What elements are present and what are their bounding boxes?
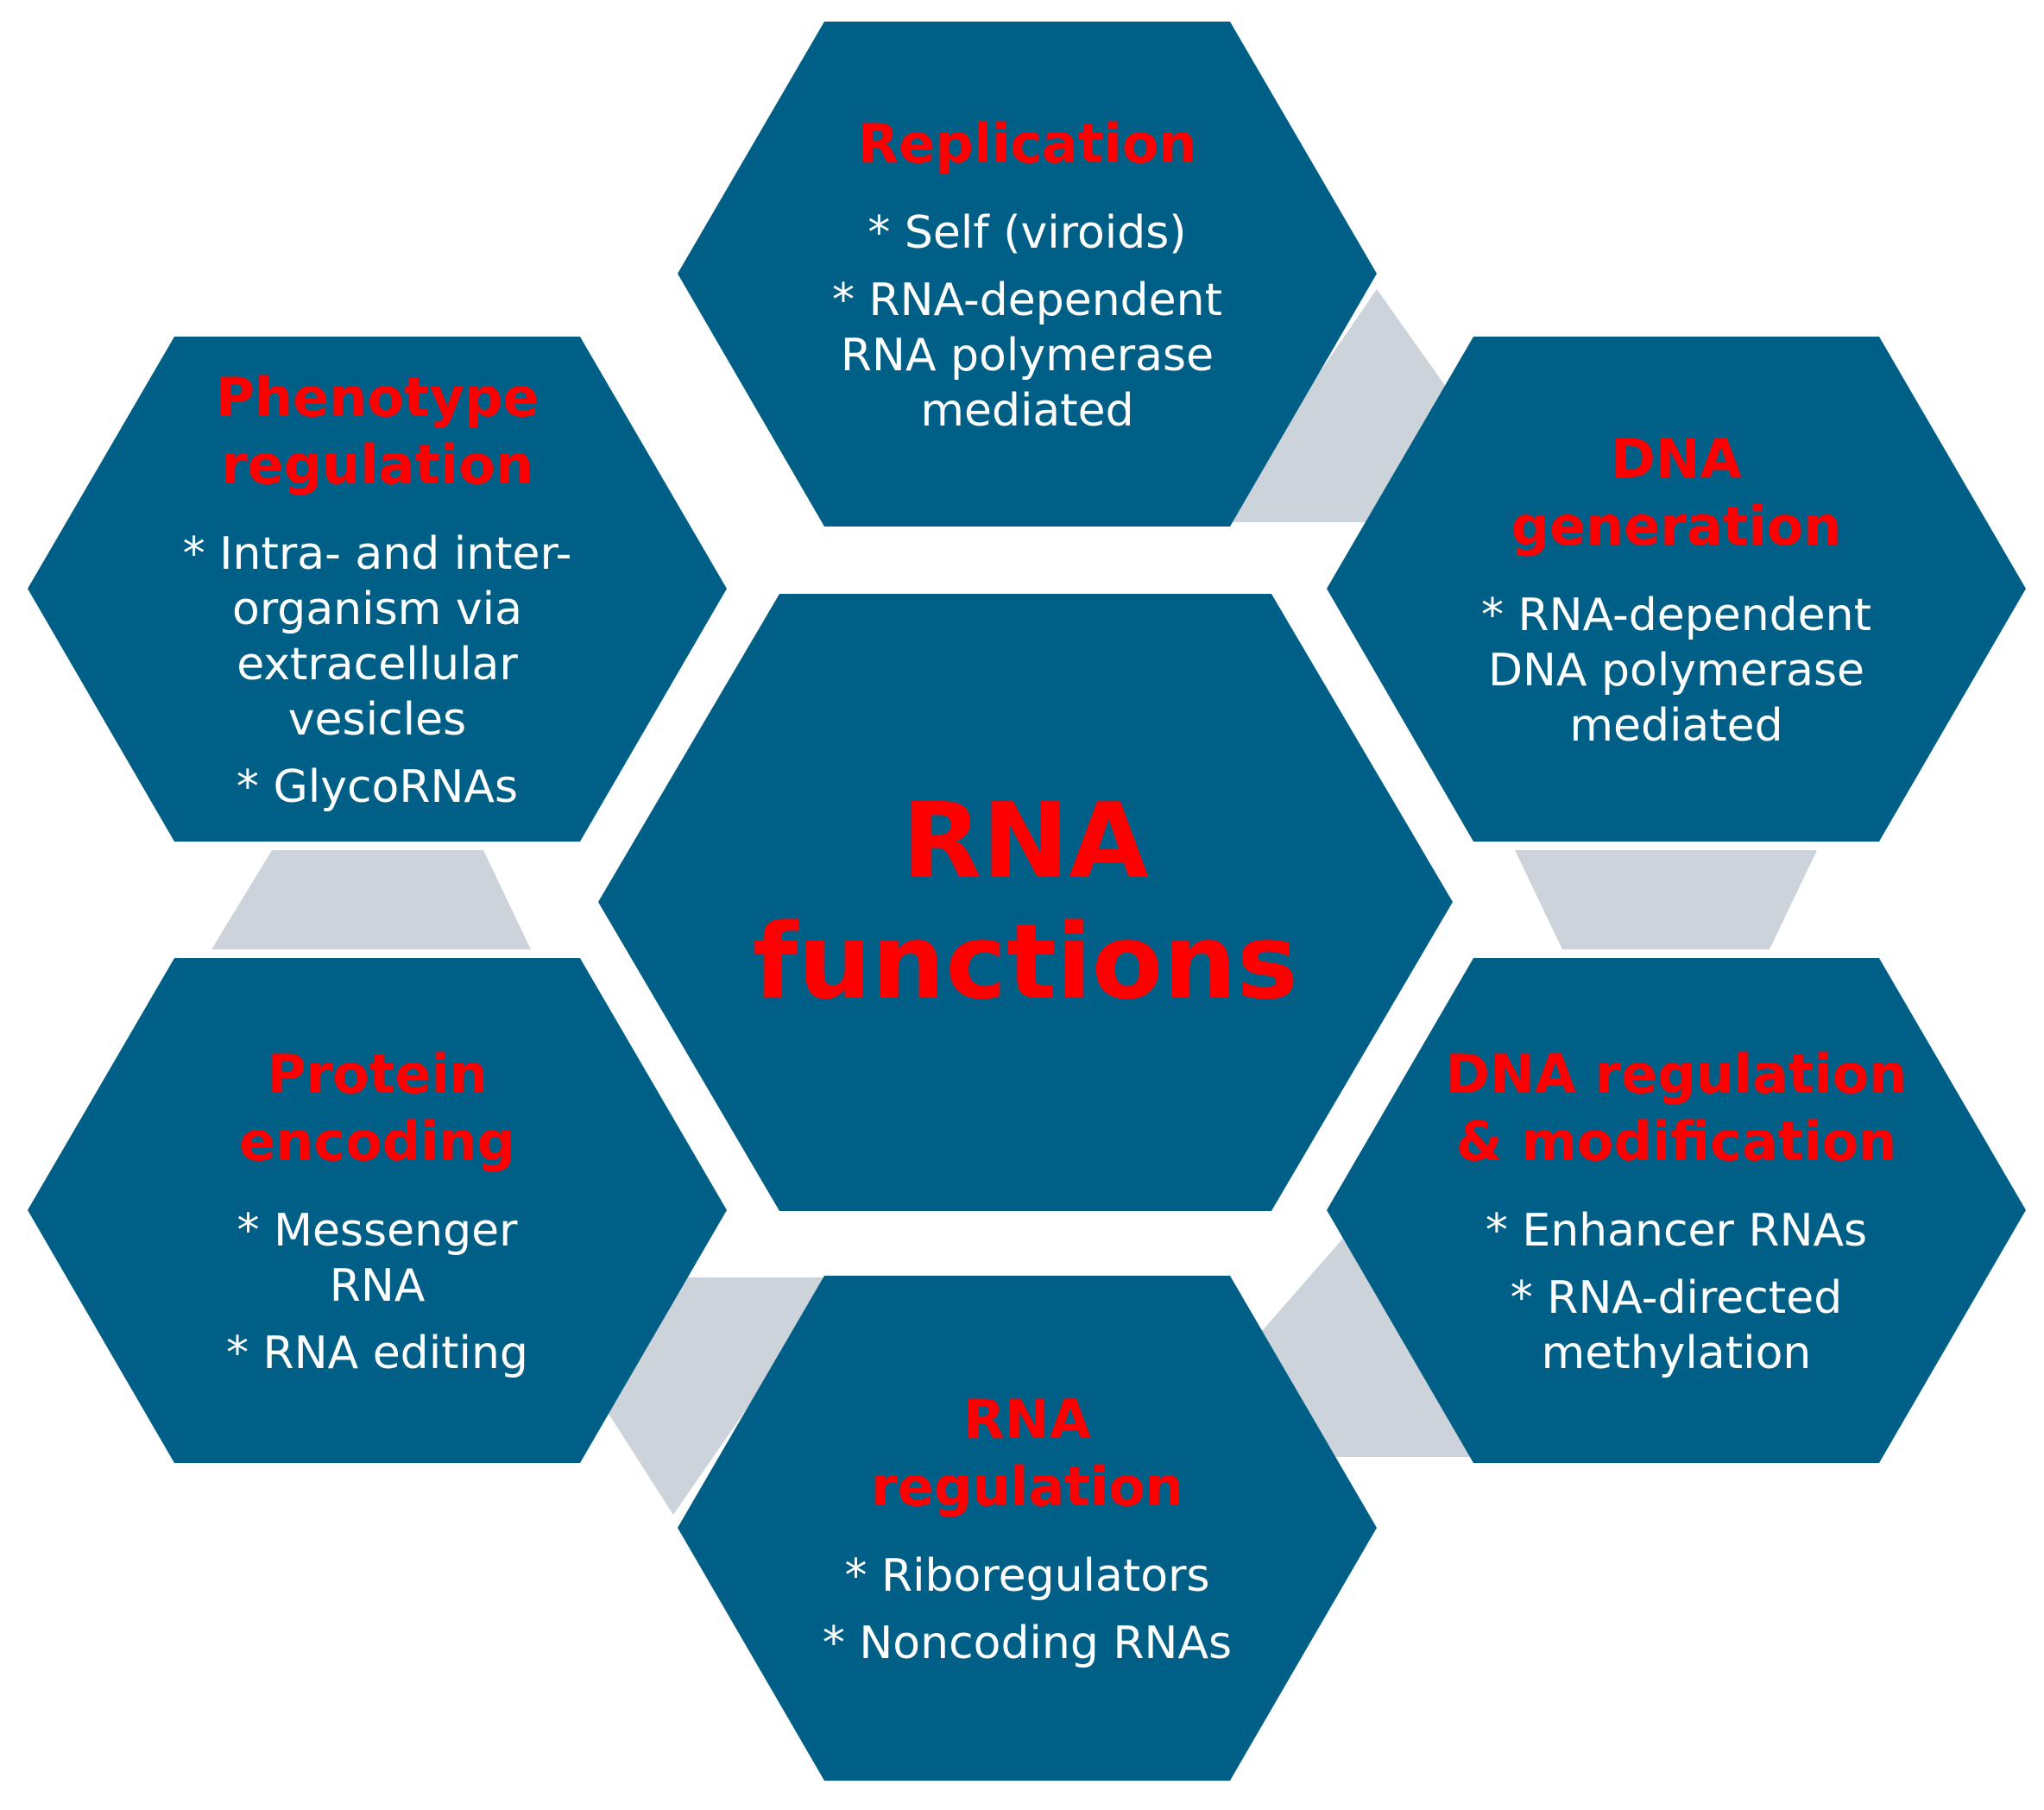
phenotype-regulation-title: Phenotype regulation — [215, 365, 539, 496]
hex-rna-regulation: RNA regulation * Riboregulators * Noncod… — [678, 1276, 1377, 1781]
hexagon-shape — [1327, 958, 2026, 1463]
hexagon-shape — [598, 594, 1453, 1211]
hexagon-shape — [28, 958, 727, 1463]
connector-dna-regulation-rna-regulation — [1256, 1234, 1485, 1457]
dna-generation-bullet-1: * RNA-dependent DNA polymerase mediated — [1480, 589, 1872, 752]
phenotype-regulation-bullet-2: * GlycoRNAs — [236, 760, 519, 813]
center-title: RNA functions — [753, 781, 1298, 1023]
hex-dna-generation: DNA generation * RNA-dependent DNA polym… — [1327, 337, 2026, 842]
hex-phenotype-regulation: Phenotype regulation * Intra- and inter-… — [28, 337, 727, 842]
protein-encoding-bullet-2: * RNA editing — [226, 1327, 528, 1379]
rna-regulation-bullet-1: * Riboregulators — [844, 1549, 1210, 1602]
dna-regulation-title: DNA regulation & modification — [1445, 1042, 1908, 1173]
hexagon-shape — [678, 1276, 1377, 1781]
protein-encoding-bullet-1: * Messenger RNA — [237, 1204, 518, 1312]
connector-dna-generation-dna-regulation — [1515, 850, 1817, 949]
hexagon-shape — [1327, 337, 2026, 842]
hex-replication: Replication * Self (viroids) * RNA-depen… — [678, 22, 1377, 527]
hex-dna-regulation: DNA regulation & modification * Enhancer… — [1327, 958, 2026, 1463]
connector-protein-encoding-phenotype — [211, 850, 531, 949]
hexagon-shape — [678, 22, 1377, 527]
hexagon-shape — [28, 337, 727, 842]
replication-bullet-1: * Self (viroids) — [867, 206, 1187, 259]
hex-protein-encoding: Protein encoding * Messenger RNA * RNA e… — [28, 958, 727, 1463]
replication-title: Replication — [857, 111, 1197, 175]
dna-generation-title: DNA generation — [1511, 426, 1842, 558]
replication-bullet-2: * RNA-dependent RNA polymerase mediated — [831, 274, 1223, 437]
dna-regulation-bullet-1: * Enhancer RNAs — [1485, 1204, 1868, 1257]
connector-rna-regulation-protein-encoding — [604, 1277, 837, 1515]
phenotype-regulation-bullet-1: * Intra- and inter-organism via extracel… — [182, 527, 572, 746]
dna-regulation-bullet-2: * RNA-directed methylation — [1510, 1271, 1843, 1379]
protein-encoding-title: Protein encoding — [239, 1042, 515, 1173]
rna-regulation-title: RNA regulation — [871, 1387, 1183, 1518]
hex-center: RNA functions — [598, 594, 1453, 1211]
rna-regulation-bullet-2: * Noncoding RNAs — [822, 1617, 1233, 1669]
connector-replication-dna-generation — [1217, 289, 1450, 522]
